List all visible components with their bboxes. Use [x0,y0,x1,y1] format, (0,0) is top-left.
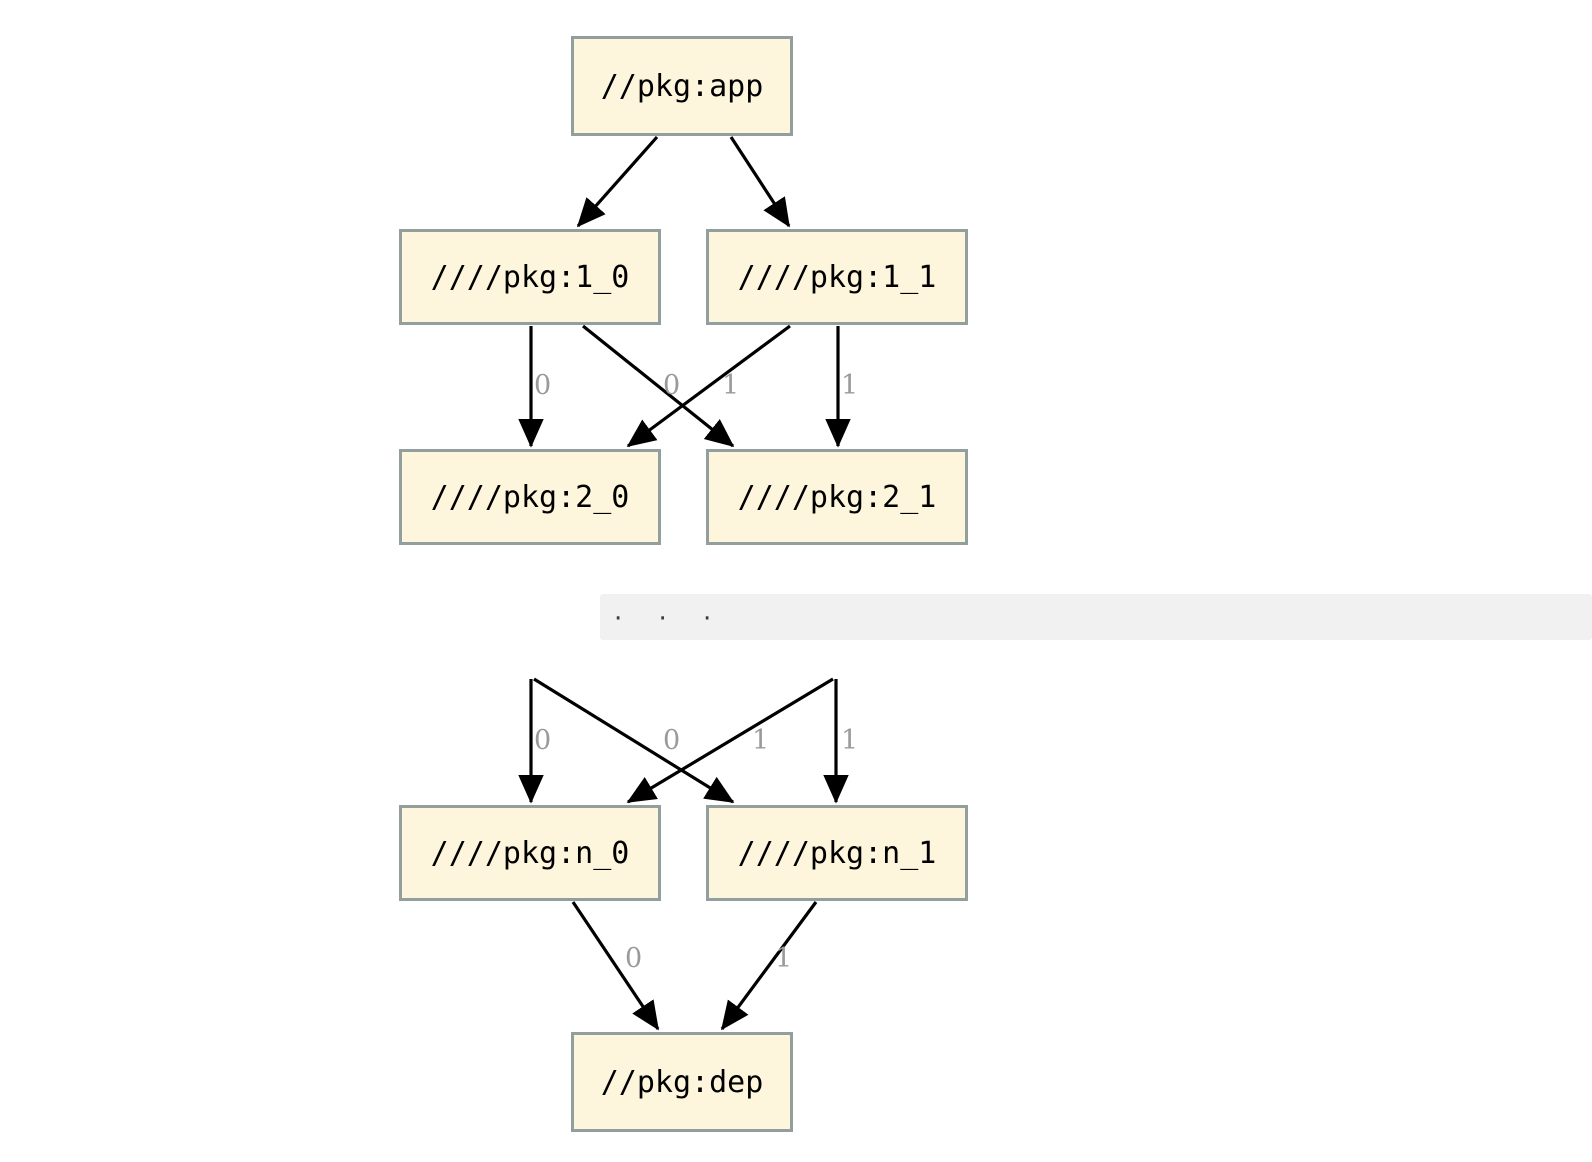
node-nn_1[interactable]: ////pkg:n_1 [706,805,968,901]
edge-label: 1 [775,943,793,974]
node-label: ////pkg:1_1 [737,259,937,295]
node-label: ////pkg:2_1 [737,479,937,515]
node-n1_1[interactable]: ////pkg:1_1 [706,229,968,325]
node-label: ////pkg:n_1 [737,835,937,871]
node-label: ////pkg:n_0 [430,835,630,871]
edge-n1_1-to-n2_0 [626,324,791,448]
edge-nn_1-to-dep [720,901,818,1031]
node-label: //pkg:app [600,68,764,104]
node-label: ////pkg:2_0 [430,479,630,515]
edge-label: 1 [752,725,770,756]
edge-label: 0 [663,370,681,401]
ellipsis-dots: · · · [614,604,726,634]
edge-label: 0 [625,943,643,974]
edge-label: 1 [841,370,859,401]
node-label: ////pkg:1_0 [430,259,630,295]
node-nn_0[interactable]: ////pkg:n_0 [399,805,661,901]
node-n2_1[interactable]: ////pkg:2_1 [706,449,968,545]
edge-nn_0-to-dep [571,901,660,1031]
edge-label: 1 [722,370,740,401]
edge-app-to-n1_0 [576,135,659,228]
node-app[interactable]: //pkg:app [571,36,793,136]
edge-upstream-to-nn_0 [626,677,834,804]
ellipsis-band: · · · [600,594,1592,640]
edge-upstream-to-nn_1 [533,677,735,804]
edge-label: 0 [534,370,552,401]
node-label: //pkg:dep [600,1064,764,1100]
edge-n1_0-to-n2_1 [582,324,735,448]
edge-label: 0 [534,725,552,756]
edge-app-to-n1_1 [729,136,791,228]
node-dep[interactable]: //pkg:dep [571,1032,793,1132]
node-n1_0[interactable]: ////pkg:1_0 [399,229,661,325]
node-n2_0[interactable]: ////pkg:2_0 [399,449,661,545]
edge-label: 0 [663,725,681,756]
edge-label: 1 [841,725,859,756]
